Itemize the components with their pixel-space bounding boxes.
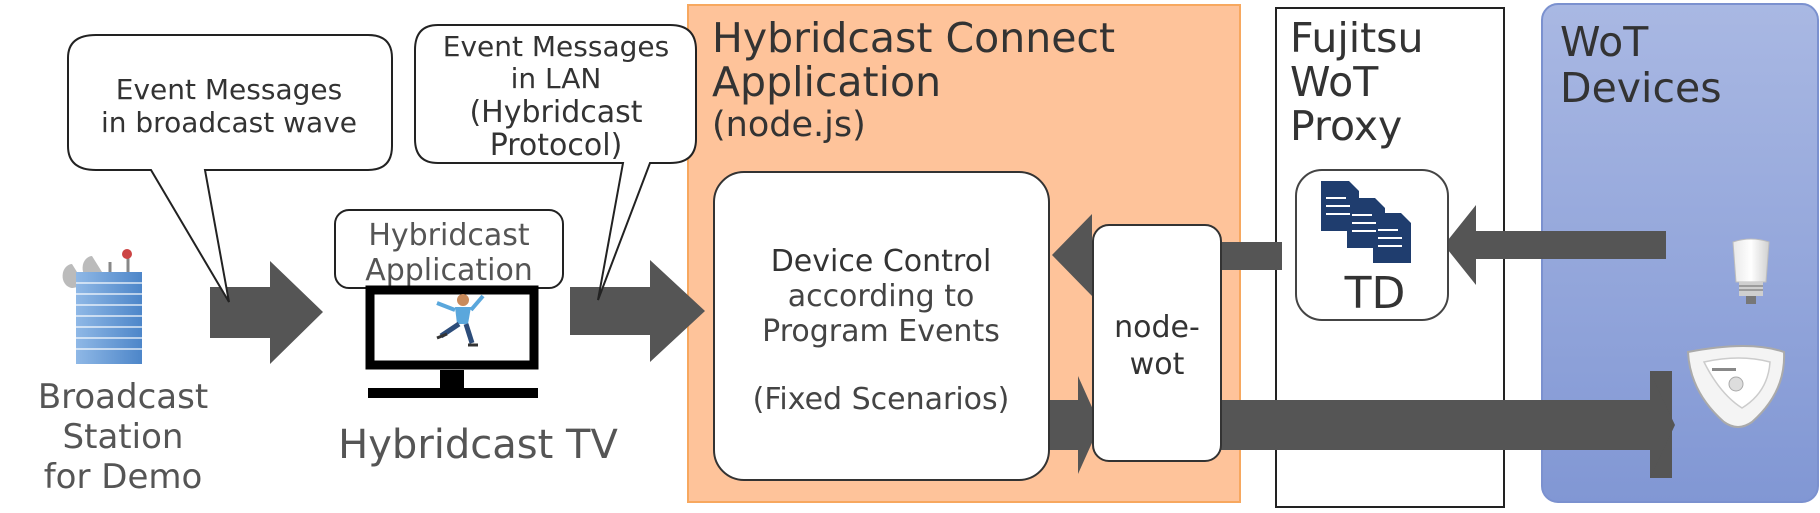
fujitsu-title-line-3: Proxy: [1290, 102, 1402, 150]
broadcast-station-line-1: Broadcast: [38, 377, 208, 417]
callout-lan-line-1: Event Messages: [443, 30, 669, 63]
document-stack-icon: [1321, 181, 1411, 263]
hybridcast-application-line-2: Application: [365, 253, 533, 288]
tv-icon: Hybridcast TV: [338, 285, 618, 468]
device-control-line-1: Device Control: [771, 244, 992, 279]
device-control-note: (Fixed Scenarios): [753, 382, 1010, 417]
hybridcast-application-box: Hybridcast Application: [334, 209, 564, 289]
skater-figure-icon: [436, 294, 485, 347]
arrow-tv-to-app: [570, 260, 705, 362]
node-wot-line-2: wot: [1130, 347, 1185, 382]
device-control-box: Device Control according to Program Even…: [713, 171, 1050, 481]
hybridcast-connect-title: Hybridcast Connect: [712, 14, 1115, 62]
callout-lan-line-2: in LAN: [511, 62, 602, 95]
robot-vacuum-icon: [1686, 345, 1786, 428]
arrow-station-to-tv: [210, 261, 323, 364]
callout-broadcast-line-2: in broadcast wave: [101, 106, 357, 139]
callout-lan-line-3: (Hybridcast: [469, 95, 642, 130]
hybridcast-connect-subtitle: Application: [712, 58, 941, 106]
hybridcast-application-line-1: Hybridcast: [368, 218, 530, 253]
arrow-devices-to-td: [1444, 205, 1666, 285]
fujitsu-title-line-1: Fujitsu: [1290, 14, 1424, 62]
arrow-to-robot-triangle: [1650, 372, 1675, 478]
td-box: TD: [1295, 169, 1449, 321]
device-control-line-2: according to: [788, 279, 975, 314]
callout-broadcast: Event Messages in broadcast wave: [67, 34, 393, 303]
td-label: TD: [1344, 268, 1406, 319]
broadcast-station-line-2: Station: [63, 417, 184, 457]
arrow-nodewot-to-devices: [1221, 374, 1672, 476]
hybridcast-tv-label: Hybridcast TV: [338, 422, 618, 468]
fujitsu-title-line-2: WoT: [1290, 58, 1379, 106]
hybridcast-connect-runtime: (node.js): [712, 105, 866, 145]
wot-devices-title-line-2: Devices: [1560, 64, 1722, 112]
wot-devices-title-line-1: WoT: [1560, 18, 1649, 66]
light-bulb-icon: [1732, 238, 1770, 304]
node-wot-box: node- wot: [1092, 224, 1222, 462]
arrow-device-control-to-nodewot: [1048, 376, 1100, 474]
callout-lan-line-4: Protocol): [490, 128, 623, 163]
callout-lan: Event Messages in LAN (Hybridcast Protoc…: [414, 24, 697, 301]
callout-broadcast-line-1: Event Messages: [116, 73, 342, 106]
device-control-line-3: Program Events: [762, 314, 1000, 349]
broadcast-station-line-3: for Demo: [44, 457, 203, 497]
broadcast-building-icon: Broadcast Station for Demo: [38, 249, 208, 497]
node-wot-line-1: node-: [1114, 310, 1200, 345]
